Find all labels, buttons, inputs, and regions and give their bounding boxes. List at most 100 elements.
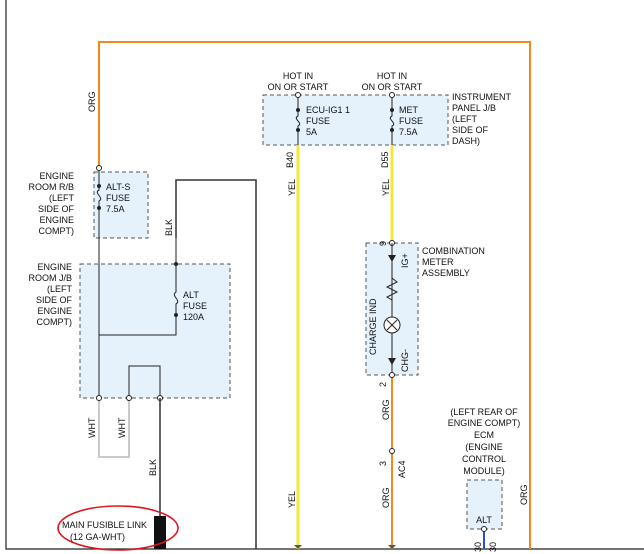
ecm-box [466,479,503,530]
meter-label-2: METER [422,257,454,267]
ecm-label-2: ENGINE COMPT) [448,418,521,428]
alt-s-fuse-label-3: 7.5A [106,204,125,214]
jb-internal-link [128,365,161,398]
alt-fuse-label-3: 120A [183,312,204,322]
hot-in-label-2b: ON OR START [362,82,423,92]
ecu-fuse-label-3: 5A [306,127,317,137]
alt-fuse-symbol [99,264,179,336]
meter-input-arrow [388,255,396,262]
pin-3-label: 3 [378,461,388,466]
diagram-frame [5,0,644,550]
er-jb-label-5: ENGINE [37,306,72,316]
pin-2-label: 2 [378,382,388,387]
connector-b40: B40 [285,152,295,168]
er-rb-label-5: ENGINE [39,215,74,225]
engine-room-rb-box [93,171,149,239]
er-rb-label-4: SIDE OF [38,204,75,214]
alt-fuse-label-2: FUSE [183,301,207,311]
alt-s-fuse-label-2: FUSE [106,193,130,203]
alt-s-fuse-label-1: ALT-S [106,182,130,192]
alt-fuse-dot-bottom [174,313,178,317]
ip-jb-label-2: PANEL J/B [452,103,496,113]
er-jb-label-2: ROOM J/B [28,273,72,283]
met-fuse-symbol [389,110,395,145]
main-fusible-link-symbol [154,516,166,549]
ecm-label-4: (ENGINE [465,442,503,452]
meter-pin-2-terminal [389,372,395,378]
wire-label-yel-1: YEL [287,179,297,196]
highlight-circle [57,505,179,551]
ecm-alt-terminal [481,526,487,532]
meter-output-arrow [388,358,396,365]
meter-resistor-symbol [385,277,399,301]
wire-label-org-2: ORG [381,487,391,508]
ecm-label-3: ECM [474,430,494,440]
pin-ig-label: IG+ [400,253,410,268]
instrument-panel-jb-box [262,94,449,146]
er-jb-label-4: SIDE OF [36,295,73,305]
ecm-label-5: CONTROL [462,454,506,464]
ac4-label: AC4 [397,460,407,478]
ecu-fuse-dot-top [296,108,300,112]
wht-terminal-left [96,395,102,401]
ecu-fuse-symbol [295,110,301,145]
alt-s-terminal [96,165,102,171]
ecu-fuse-label-2: FUSE [306,116,330,126]
yellow-wire-arrow [294,545,302,549]
ecm-pin-30-b: 30 [488,542,498,552]
alt-fuse-dot-top [174,262,178,266]
blk-wire-right [175,179,257,549]
alt-fuse-label-1: ALT [183,290,199,300]
ecm-label-1: (LEFT REAR OF [450,407,518,417]
wire-label-yel-3: YEL [381,179,391,196]
wire-label-yel-2: YEL [287,491,297,508]
er-rb-label-1: ENGINE [39,171,74,181]
er-jb-label-6: COMPT) [37,317,73,327]
wire-label-blk-1: BLK [164,219,174,236]
wire-label-wht-1: WHT [87,417,97,438]
er-rb-label-3: (LEFT [49,193,75,203]
met-fuse-dot-top [390,108,394,112]
hot-in-label-2a: HOT IN [377,71,407,81]
wht-terminal-mid [126,395,132,401]
wire-label-org-1: ORG [381,399,391,420]
met-fuse-dot-bottom [390,128,394,132]
main-fusible-link-label-2: (12 GA-WHT) [70,532,125,542]
ecm-pin-30-a: 30 [473,542,483,552]
wire-label-wht-2: WHT [117,417,127,438]
ac4-connector-terminal [389,448,395,454]
ecu-fuse-label-1: ECU-IG1 1 [306,105,350,115]
hot-in-label-1a: HOT IN [283,71,313,81]
charge-lamp-cross [386,319,398,331]
alt-s-dot-bottom [97,206,101,210]
ecu-fuse-dot-bottom [296,128,300,132]
met-fuse-label-2: FUSE [399,116,423,126]
pin-9-label: 9 [378,241,388,246]
main-fusible-link-label-1: MAIN FUSIBLE LINK [62,520,147,530]
ip-jb-label-4: SIDE OF [452,125,489,135]
ecm-alt-pin-label: ALT [476,515,492,525]
orange-wire-arrow [388,545,396,549]
hot-in-label-1b: ON OR START [268,82,329,92]
met-hot-terminal [389,92,395,98]
wht-wire-loop [98,398,130,458]
pin-chg-label: CHG- [400,349,410,372]
ecm-label-6: MODULE) [463,466,505,476]
alt-s-dot-top [97,184,101,188]
alt-s-fuse-symbol [96,168,102,398]
ip-jb-label-1: INSTRUMENT [452,92,511,102]
meter-label-3: ASSEMBLY [422,268,470,278]
wire-label-blk-2: BLK [148,459,158,476]
wire-label-org-top: ORG [87,91,97,112]
met-fuse-label-3: 7.5A [399,127,418,137]
er-rb-label-6: COMPT) [39,226,75,236]
ip-jb-label-3: (LEFT [452,114,478,124]
engine-room-jb-box [79,263,231,399]
wire-label-org-3: ORG [519,484,529,505]
meter-label-1: COMBINATION [422,246,485,256]
charge-ind-label: CHARGE IND [368,298,378,355]
er-jb-label-3: (LEFT [47,284,73,294]
ecu-hot-terminal [295,92,301,98]
